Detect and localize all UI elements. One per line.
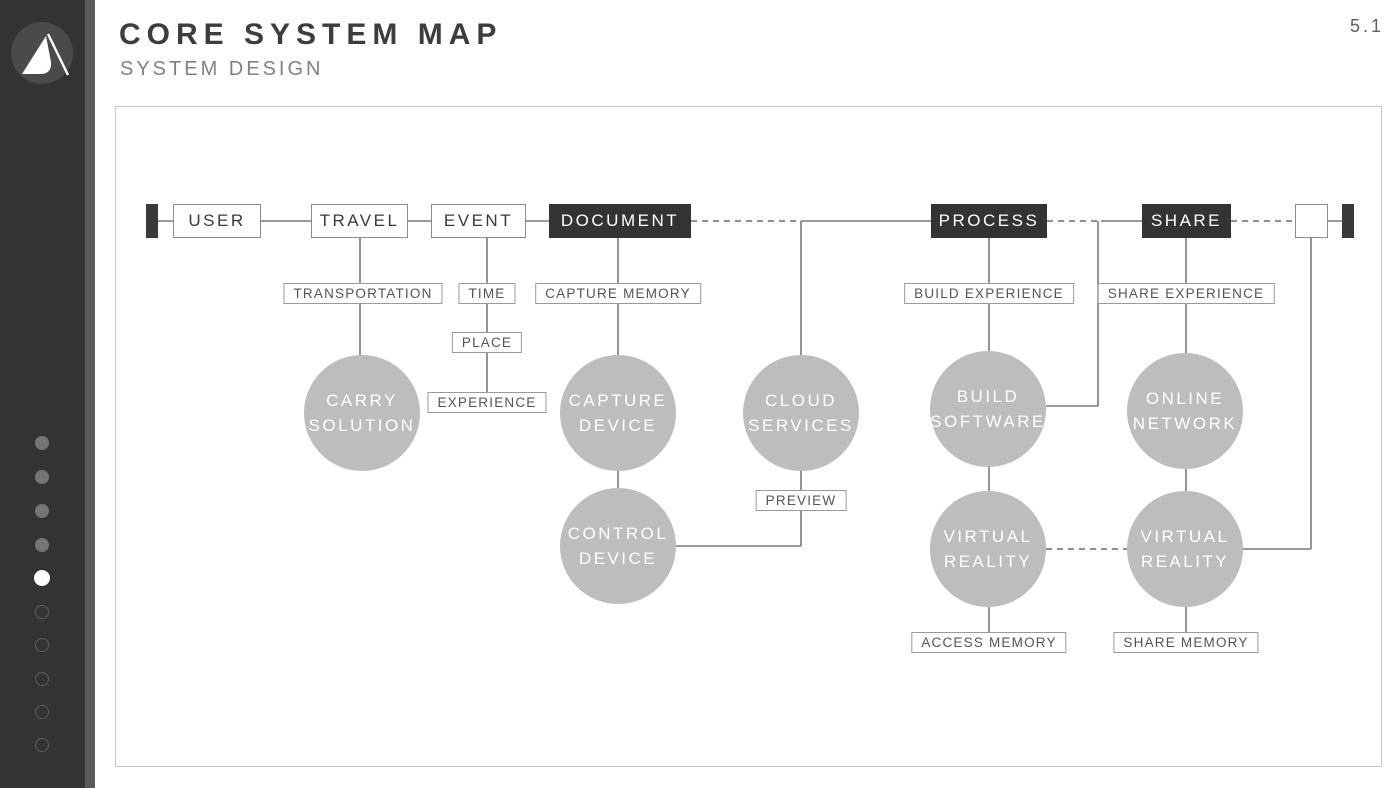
node-build-software: BUILD SOFTWARE <box>930 351 1046 467</box>
triangle-sail-icon <box>22 33 70 76</box>
timeline-start-bar <box>146 204 158 238</box>
tag-place: PLACE <box>451 332 523 353</box>
page-subtitle: SYSTEM DESIGN <box>120 58 324 80</box>
node-control-device: CONTROL DEVICE <box>560 488 676 604</box>
stage-box-user: USER <box>173 204 261 238</box>
brand-logo <box>11 22 73 84</box>
progress-dot[interactable] <box>35 672 49 686</box>
sidebar <box>0 0 85 788</box>
progress-dot[interactable] <box>35 605 49 619</box>
diagram-canvas: USER TRAVEL EVENT DOCUMENT PROCESS SHARE… <box>115 106 1382 767</box>
progress-dot[interactable] <box>35 470 49 484</box>
node-cloud-services: CLOUD SERVICES <box>743 355 859 471</box>
page-title: CORE SYSTEM MAP <box>119 18 503 51</box>
stage-box-document: DOCUMENT <box>549 204 691 238</box>
node-online-network: ONLINE NETWORK <box>1127 353 1243 469</box>
tag-experience: EXPERIENCE <box>427 392 547 413</box>
progress-dot[interactable] <box>35 538 49 552</box>
tag-transportation: TRANSPORTATION <box>283 283 443 304</box>
slide-number: 5.1 <box>1349 16 1384 36</box>
sidebar-edge-strip <box>85 0 95 788</box>
tag-time: TIME <box>458 283 516 304</box>
tag-access-memory: ACCESS MEMORY <box>911 632 1067 653</box>
connector-lines <box>158 220 1342 632</box>
tag-capture-memory: CAPTURE MEMORY <box>535 283 701 304</box>
progress-dot[interactable] <box>35 705 49 719</box>
progress-dot[interactable] <box>35 436 49 450</box>
progress-dot[interactable] <box>35 504 49 518</box>
tag-preview: PREVIEW <box>755 490 847 511</box>
timeline-end-bar <box>1342 204 1354 238</box>
tag-build-experience: BUILD EXPERIENCE <box>904 283 1074 304</box>
progress-dot[interactable] <box>34 570 50 586</box>
tag-share-experience: SHARE EXPERIENCE <box>1097 283 1275 304</box>
progress-dot[interactable] <box>35 738 49 752</box>
stage-box-event: EVENT <box>431 204 526 238</box>
stage-box-share: SHARE <box>1142 204 1231 238</box>
stage-box-process: PROCESS <box>931 204 1047 238</box>
node-virtual-reality-left: VIRTUAL REALITY <box>930 491 1046 607</box>
node-virtual-reality-right: VIRTUAL REALITY <box>1127 491 1243 607</box>
progress-dot[interactable] <box>35 638 49 652</box>
stage-box-end <box>1295 204 1328 238</box>
stage-box-travel: TRAVEL <box>311 204 408 238</box>
node-capture-device: CAPTURE DEVICE <box>560 355 676 471</box>
node-carry-solution: CARRY SOLUTION <box>304 355 420 471</box>
tag-share-memory: SHARE MEMORY <box>1113 632 1259 653</box>
